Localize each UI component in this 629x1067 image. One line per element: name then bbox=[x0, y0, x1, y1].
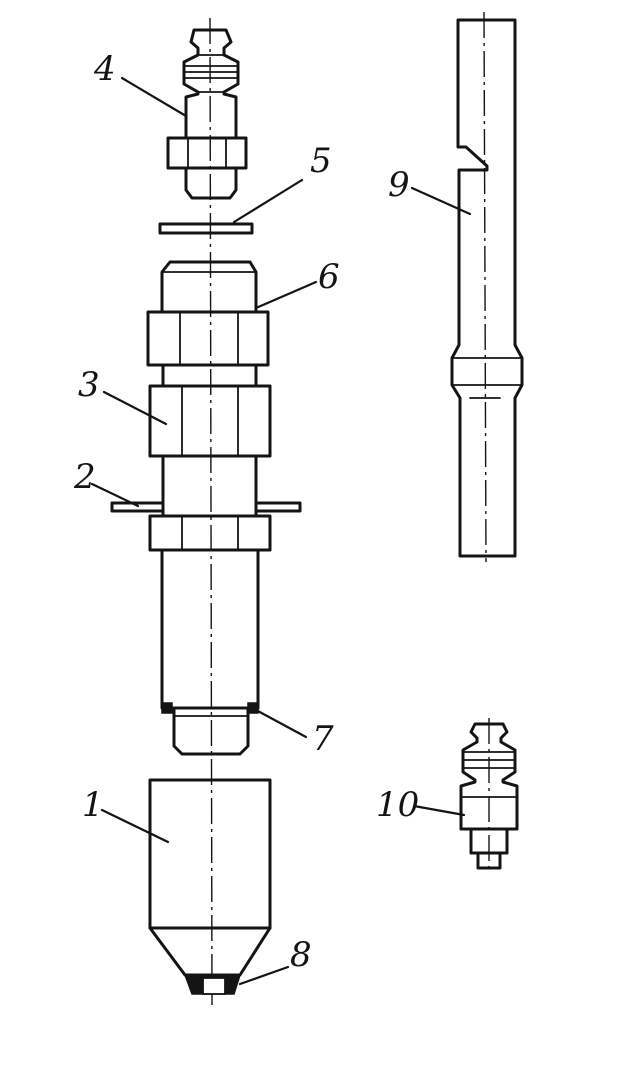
part-5-washer bbox=[158, 222, 254, 235]
lower-nut bbox=[148, 514, 272, 552]
leader-10 bbox=[412, 804, 466, 817]
callout-8: 8 bbox=[290, 935, 312, 975]
leader-8 bbox=[238, 965, 290, 986]
callout-10: 10 bbox=[376, 785, 419, 825]
part-9-rod bbox=[450, 18, 524, 558]
part-4-fitting bbox=[166, 28, 248, 200]
part-7-seal-and-thread bbox=[161, 702, 259, 756]
main-body bbox=[160, 260, 258, 314]
part-1-sleeve bbox=[148, 778, 272, 977]
callout-7: 7 bbox=[312, 719, 334, 759]
part-3-nut bbox=[148, 384, 272, 458]
callout-9: 9 bbox=[388, 165, 410, 205]
part-6-locknut bbox=[146, 310, 270, 367]
body-tube bbox=[160, 548, 260, 710]
leader-6 bbox=[254, 280, 318, 310]
leader-4 bbox=[120, 76, 188, 118]
callout-1: 1 bbox=[82, 785, 104, 825]
rod-center-axis bbox=[483, 11, 487, 563]
part-8-tip bbox=[183, 974, 242, 995]
body-neck-lower bbox=[161, 454, 258, 518]
part-10-fitting bbox=[459, 722, 519, 870]
callout-4: 4 bbox=[93, 49, 116, 89]
callout-2: 2 bbox=[73, 457, 96, 497]
callout-3: 3 bbox=[78, 365, 100, 405]
callout-6: 6 bbox=[318, 257, 340, 297]
leader-1 bbox=[100, 808, 170, 844]
leader-7 bbox=[254, 708, 308, 739]
callout-5: 5 bbox=[310, 141, 332, 181]
leader-3 bbox=[102, 390, 168, 426]
main-center-axis bbox=[209, 17, 213, 1006]
part-2-flange bbox=[110, 501, 302, 513]
leader-9 bbox=[410, 186, 472, 216]
leader-2 bbox=[90, 482, 140, 508]
body-neck-upper bbox=[161, 363, 258, 388]
leader-5 bbox=[232, 178, 304, 224]
